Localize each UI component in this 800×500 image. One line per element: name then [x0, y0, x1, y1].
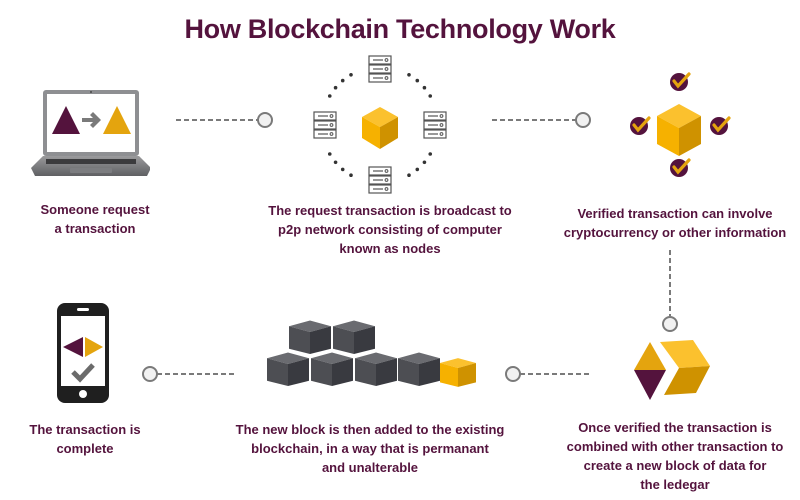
network-dot	[415, 167, 420, 172]
network-dot	[349, 72, 353, 77]
connector-2	[492, 110, 592, 130]
caption-added: The new block is then added to the exist…	[235, 422, 505, 475]
network-dot	[428, 94, 433, 98]
network-dot	[407, 173, 411, 178]
caption-combined: Once verified the transaction is combine…	[566, 420, 784, 492]
p2p-network-icon	[300, 55, 460, 195]
laptop-transaction-icon	[30, 88, 150, 178]
block-cube	[398, 352, 440, 387]
block-cube	[333, 320, 375, 355]
network-dot	[333, 85, 338, 90]
page-title: How Blockchain Technology Work	[184, 14, 616, 44]
network-dot	[340, 78, 345, 83]
center-cube	[362, 107, 398, 149]
caption-complete: The transaction is complete	[29, 422, 141, 456]
server-node-icon	[368, 166, 392, 194]
verified-check-icon	[710, 116, 731, 135]
caption-request: Someone request a transaction	[40, 202, 150, 236]
connector-5	[140, 364, 240, 384]
phone-complete-icon	[56, 302, 112, 406]
network-dot	[333, 160, 338, 165]
server-node-icon	[368, 55, 392, 83]
block-cube	[355, 352, 397, 387]
verified-check-icon	[630, 116, 651, 135]
network-dot	[422, 160, 427, 165]
network-dot	[327, 152, 332, 156]
connector-4	[503, 364, 593, 384]
verified-check-icon	[670, 72, 691, 91]
block-cube	[267, 352, 309, 387]
server-node-icon	[423, 111, 447, 139]
check-icon	[71, 363, 95, 383]
network-dot	[415, 78, 420, 83]
connector-1	[176, 110, 276, 130]
block-cube	[289, 320, 331, 355]
blockchain-icon	[262, 312, 482, 412]
network-dot	[340, 167, 345, 172]
network-dot	[407, 72, 411, 77]
new-block-icon	[630, 340, 710, 410]
network-dot	[349, 173, 353, 178]
server-node-icon	[313, 111, 337, 139]
gold-triangle	[103, 106, 131, 134]
purple-triangle	[52, 106, 80, 134]
caption-verified: Verified transaction can involve cryptoc…	[563, 206, 787, 240]
network-dot	[428, 152, 433, 156]
network-dot	[422, 85, 427, 90]
caption-broadcast: The request transaction is broadcast to …	[268, 203, 512, 256]
new-block-cube	[440, 358, 476, 387]
block-cube	[311, 352, 353, 387]
verified-block-icon	[625, 70, 740, 180]
network-dot	[327, 94, 332, 98]
connector-3	[660, 250, 680, 335]
verified-check-icon	[670, 158, 691, 177]
